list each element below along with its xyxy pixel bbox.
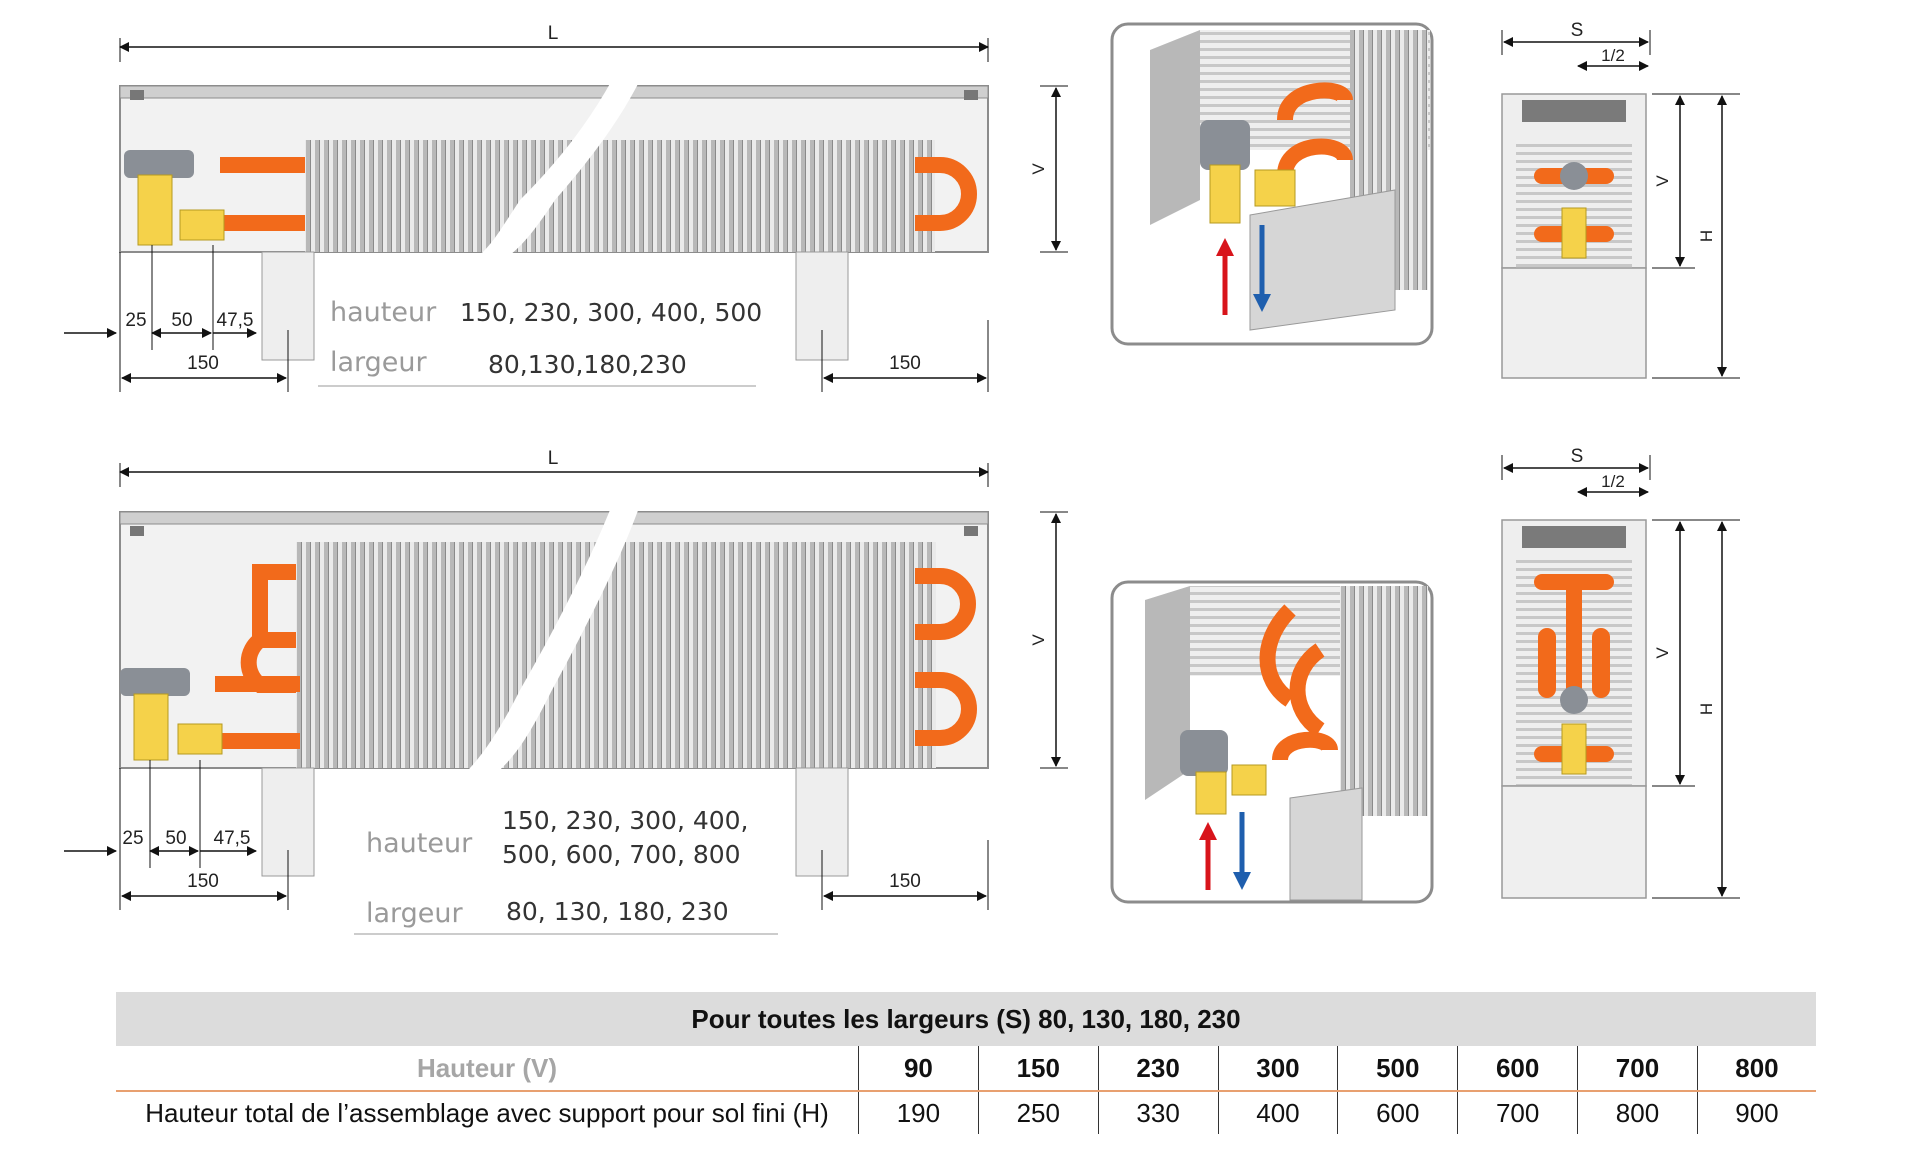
lockshield-valve: [179, 209, 225, 241]
spec-hauteur-label-2: hauteur: [366, 828, 473, 859]
dim-side-v-label-2: V: [1653, 647, 1672, 659]
thermostatic-valve: [124, 150, 194, 178]
spec-hauteur-label: hauteur: [330, 297, 437, 328]
bottom-side-view: S 1/2 V H: [1501, 446, 1740, 899]
dim-s-label-2: S: [1571, 446, 1584, 467]
dim-support-left-2: 150: [187, 871, 219, 892]
spec-largeur-values: 80,130,180,230: [488, 350, 687, 379]
row-cell: 400: [1217, 1091, 1338, 1134]
heat-exchanger-fins: [305, 140, 935, 252]
dim-v-label: V: [1029, 163, 1048, 175]
dim-support-right: 150: [889, 353, 921, 374]
dim-s-label: S: [1571, 20, 1584, 41]
header-cell: 600: [1457, 1046, 1578, 1092]
dim-side-v-label: V: [1653, 175, 1672, 187]
u-bend-pipe: [915, 157, 977, 231]
dim-v-label-2: V: [1029, 634, 1048, 646]
row-cell: 600: [1337, 1091, 1458, 1134]
spec-largeur-label-2: largeur: [366, 898, 464, 929]
dim-support-left: 150: [187, 353, 219, 374]
spec-hauteur-values-line1: 150, 230, 300, 400,: [502, 806, 749, 835]
dim-25-2: 25: [122, 828, 143, 849]
spec-hauteur-values: 150, 230, 300, 400, 500: [460, 298, 762, 327]
height-table: Pour toutes les largeurs (S) 80, 130, 18…: [116, 992, 1816, 1134]
row-cell: 900: [1696, 1091, 1816, 1134]
spec-largeur-label: largeur: [330, 347, 428, 378]
spec-hauteur-values-line2: 500, 600, 700, 800: [502, 840, 741, 869]
dim-length-label-2: L: [548, 448, 559, 469]
top-front-view: L V 25 50 47,5: [64, 23, 1068, 392]
header-cell: 150: [977, 1046, 1099, 1092]
spec-largeur-values-2: 80, 130, 180, 230: [506, 897, 729, 926]
dim-half-label-2: 1/2: [1601, 472, 1625, 491]
dim-side-h-label-2: H: [1697, 703, 1716, 715]
dim-50-2: 50: [165, 828, 186, 849]
supply-pipe: [220, 157, 305, 173]
row-cell: 190: [858, 1091, 979, 1134]
dim-side-h-label: H: [1697, 230, 1716, 242]
row-label: Hauteur total de l’assemblage avec suppo…: [145, 1097, 829, 1128]
dim-support-right-2: 150: [889, 871, 921, 892]
row-cell: 800: [1577, 1091, 1698, 1134]
dim-47-5-2: 47,5: [214, 828, 251, 849]
dim-50: 50: [171, 310, 192, 331]
heat-exchanger-fins-2: [296, 542, 936, 768]
header-cell: 300: [1217, 1046, 1338, 1092]
return-pipe: [220, 215, 305, 231]
left-support: [261, 251, 315, 361]
header-cell: 500: [1337, 1046, 1458, 1092]
top-side-view: S 1/2 V H: [1501, 20, 1740, 379]
table-row: Hauteur total de l’assemblage avec suppo…: [116, 1091, 1816, 1134]
header-cell: 90: [858, 1046, 979, 1092]
header-label: Hauteur (V): [116, 1046, 859, 1092]
dim-47-5: 47,5: [217, 310, 254, 331]
header-cell: 700: [1577, 1046, 1698, 1092]
bottom-3d-inset: [1110, 580, 1434, 904]
bottom-front-view: L V 25 50 47,5 150: [64, 448, 1068, 935]
dim-25: 25: [125, 310, 146, 331]
row-cell: 700: [1457, 1091, 1578, 1134]
row-cell: 330: [1097, 1091, 1219, 1134]
table-header-row: Hauteur (V) 90 150 230 300 500 600 700 8…: [116, 1046, 1816, 1092]
row-cell: 250: [977, 1091, 1099, 1134]
top-3d-inset: [1110, 22, 1434, 346]
dim-half-label: 1/2: [1601, 46, 1625, 65]
table-caption: Pour toutes les largeurs (S) 80, 130, 18…: [116, 992, 1816, 1046]
header-cell: 230: [1097, 1046, 1219, 1092]
header-cell: 800: [1696, 1046, 1816, 1092]
dim-length-label: L: [548, 23, 559, 44]
